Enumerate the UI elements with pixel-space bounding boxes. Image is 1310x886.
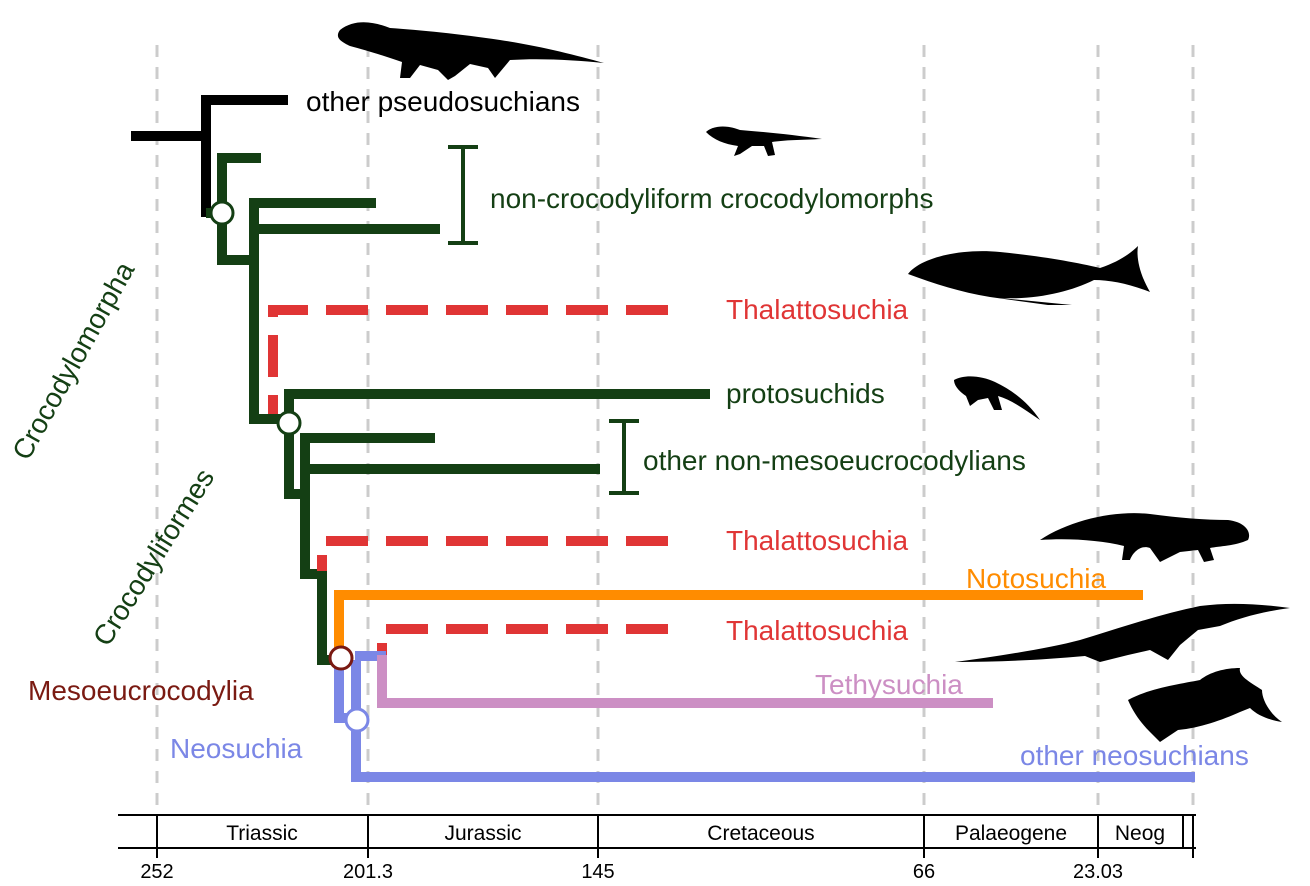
tick-252: 252: [140, 861, 173, 883]
period-neogene: Neog: [1115, 822, 1165, 845]
clade-crocodylomorpha: Crocodylomorpha: [6, 256, 140, 465]
clade-mesoeucrocodylia: Mesoeucrocodylia: [28, 675, 254, 706]
tick-66: 66: [913, 861, 935, 883]
label-thalattosuchia-2: Thalattosuchia: [726, 525, 909, 556]
node-crocodylomorpha: [211, 202, 233, 224]
branches-crocodylomorph: [206, 156, 710, 663]
thalattosuchian-marine-silhouette: [908, 246, 1150, 305]
label-other-non-mesoeucrocodylians: other non-mesoeucrocodylians: [643, 445, 1026, 476]
label-thalattosuchia-1: Thalattosuchia: [726, 294, 909, 325]
period-palaeogene: Palaeogene: [955, 822, 1067, 845]
small-crocodylomorph-silhouette: [706, 127, 822, 157]
neosuchian-silhouette: [1128, 668, 1282, 742]
label-tethysuchia: Tethysuchia: [815, 669, 963, 700]
label-protosuchids: protosuchids: [726, 378, 885, 409]
clade-crocodyliformes: Crocodyliformes: [87, 463, 220, 651]
tick-201-3: 201.3: [343, 861, 393, 883]
label-thalattosuchia-3: Thalattosuchia: [726, 615, 909, 646]
tethysuchian-silhouette: [955, 604, 1290, 662]
time-scale: Triassic Jurassic Cretaceous Palaeogene …: [118, 815, 1196, 883]
tick-23-03: 23.03: [1073, 861, 1123, 883]
crocodile-silhouette: [338, 22, 604, 80]
period-jurassic: Jurassic: [444, 822, 521, 845]
label-other-pseudosuchians: other pseudosuchians: [306, 86, 580, 117]
tick-145: 145: [581, 861, 614, 883]
branches-thalattosuchia: [273, 310, 668, 655]
node-crocodyliformes: [278, 412, 300, 434]
node-neosuchia: [346, 709, 368, 731]
label-other-neosuchians: other neosuchians: [1020, 740, 1249, 771]
label-non-crocodyliform-crocodylomorphs: non-crocodyliform crocodylomorphs: [490, 183, 934, 214]
time-gridlines: [157, 45, 1193, 812]
clade-neosuchia: Neosuchia: [170, 733, 303, 764]
label-notosuchia: Notosuchia: [966, 563, 1107, 594]
protosuchid-silhouette: [954, 376, 1040, 420]
period-cretaceous: Cretaceous: [707, 822, 814, 845]
node-mesoeucrocodylia: [330, 647, 352, 669]
notosuchian-silhouette: [1040, 513, 1249, 562]
period-triassic: Triassic: [226, 822, 298, 845]
